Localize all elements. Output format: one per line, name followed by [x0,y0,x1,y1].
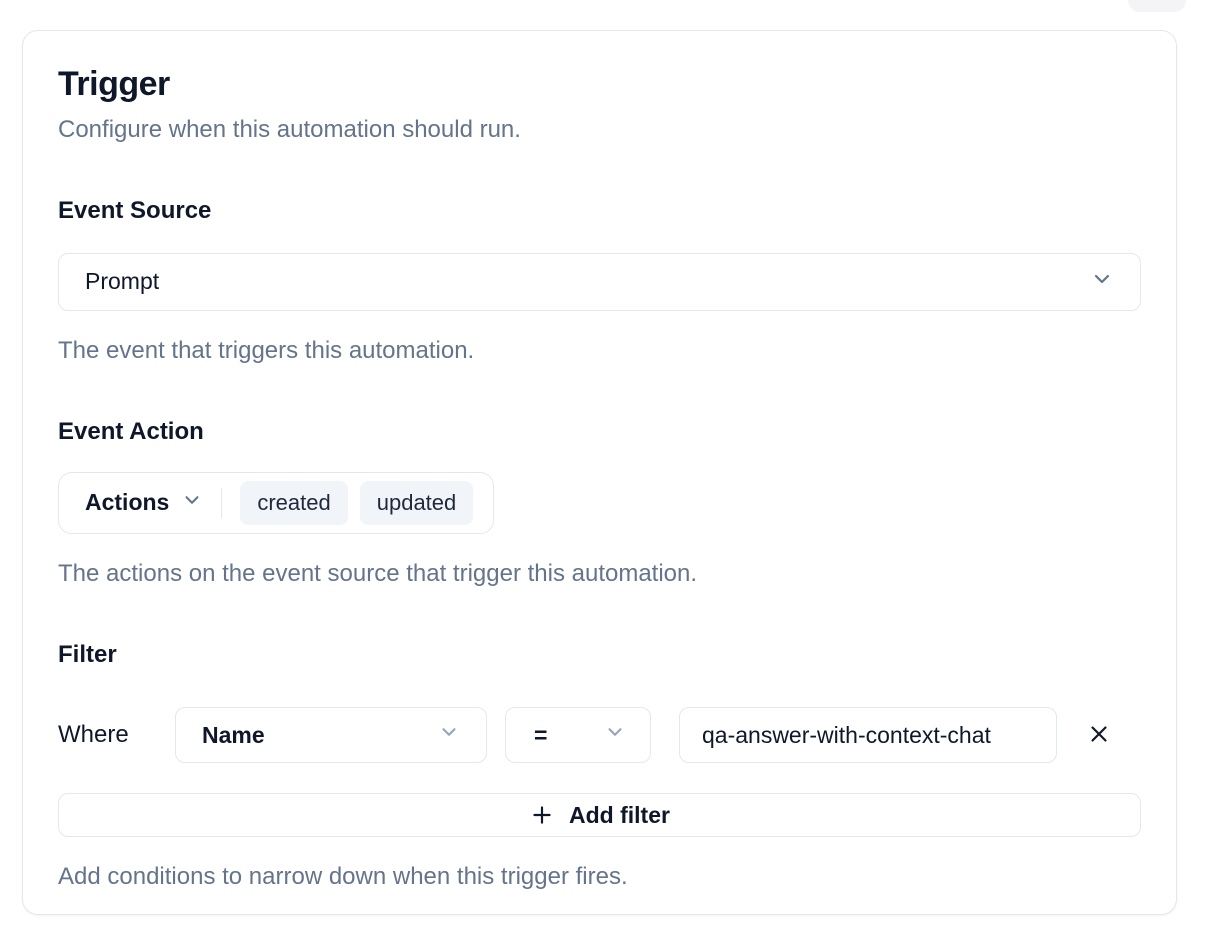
event-source-label: Event Source [58,196,212,224]
event-source-select[interactable]: Prompt [58,252,1141,311]
filter-row: Where Name = [58,707,1141,764]
action-chip-created[interactable]: created [240,480,348,525]
add-filter-label: Add filter [569,801,670,828]
event-source-helper: The event that triggers this automation. [58,336,475,364]
action-chip-updated[interactable]: updated [359,480,474,525]
chevron-down-icon [604,721,626,749]
filter-operator-value: = [534,721,548,748]
cutoff-element-top-right [1128,0,1186,12]
event-source-value: Prompt [85,268,160,295]
trigger-card: Trigger Configure when this automation s… [22,30,1177,915]
filter-helper: Add conditions to narrow down when this … [58,863,628,891]
filter-value-input[interactable] [679,707,1057,764]
event-action-box: Actions created updated [58,471,495,534]
event-action-label: Event Action [58,417,204,445]
page-subtitle: Configure when this automation should ru… [58,116,521,144]
close-icon [1086,721,1112,750]
page-title: Trigger [58,65,170,103]
chevron-down-icon [438,721,460,749]
filter-operator-select[interactable]: = [505,707,651,764]
filter-field-value: Name [202,721,265,748]
chevron-down-icon [1090,267,1114,297]
remove-filter-button[interactable] [1079,715,1119,755]
divider [221,487,223,518]
chevron-down-icon [181,489,203,517]
actions-dropdown-label: Actions [85,489,170,516]
actions-dropdown[interactable]: Actions [65,473,219,533]
add-filter-button[interactable]: Add filter [58,793,1141,838]
filter-field-select[interactable]: Name [175,707,487,764]
plus-icon [529,802,555,828]
event-action-helper: The actions on the event source that tri… [58,559,698,587]
where-label: Where [58,721,129,749]
filter-label: Filter [58,641,117,669]
